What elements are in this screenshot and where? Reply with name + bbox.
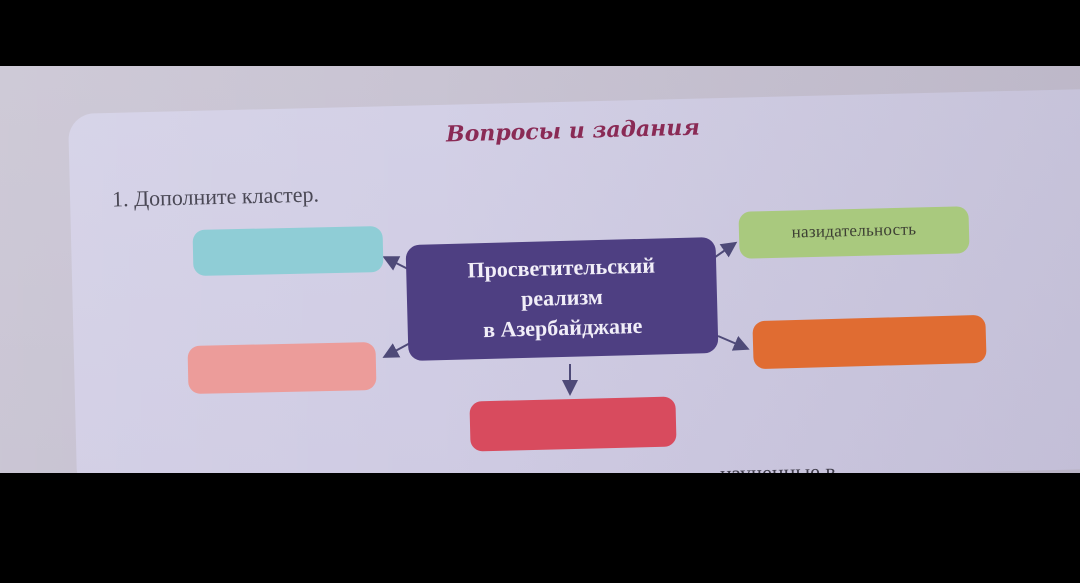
textbook-photo: Вопросы и задания 1. Дополните кластер. …	[0, 66, 1080, 473]
empty-box-cyan[interactable]	[192, 226, 384, 276]
arrow-to-orange-box	[717, 335, 750, 351]
filled-box-label: назидательность	[791, 219, 917, 242]
partial-bottom-text: изученные в	[719, 458, 837, 473]
empty-box-pink[interactable]	[187, 342, 377, 394]
empty-box-orange[interactable]	[752, 314, 987, 370]
cluster-center: Просветительский реализм в Азербайджане	[405, 236, 719, 362]
empty-box-red[interactable]	[469, 396, 677, 452]
filled-box-green: назидательность	[738, 206, 970, 259]
